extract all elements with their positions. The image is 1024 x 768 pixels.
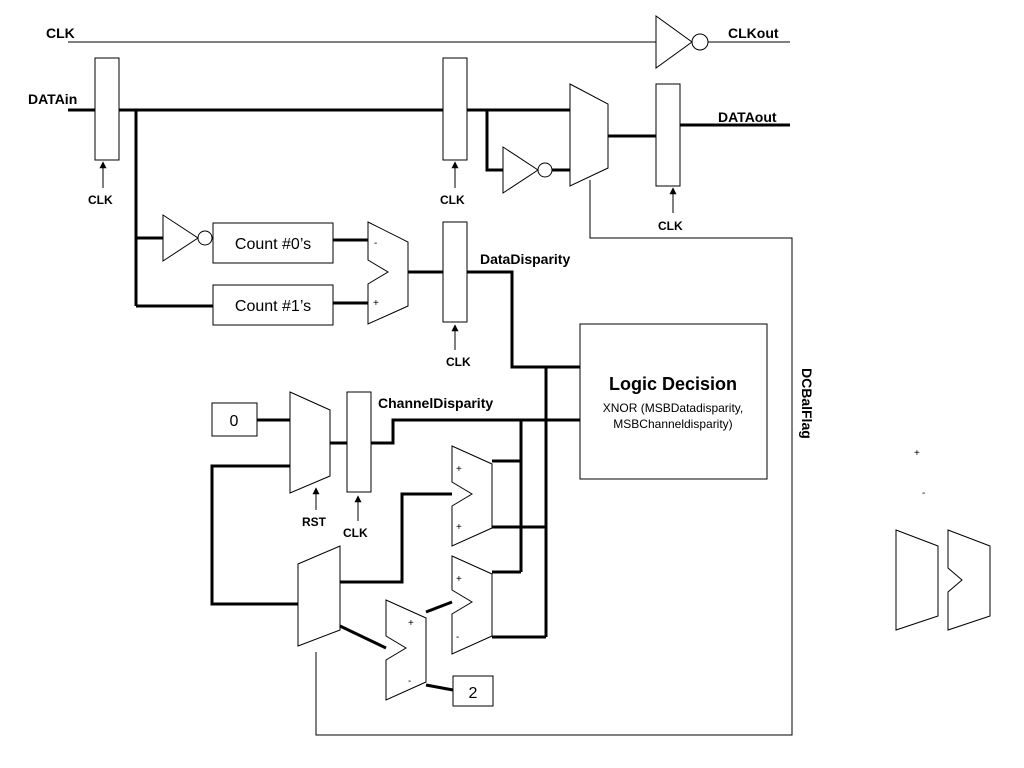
upper-adder-out [340,492,452,584]
bottom-adder-plus: + [408,618,414,629]
bottom-adder [385,599,427,701]
channel-disparity-wire [371,418,580,445]
stray-minus-sign: - [922,488,925,499]
logic-decision-title: Logic Decision [609,374,737,394]
feedback-mux-to-bottom-adder [339,624,387,650]
input-register [94,57,120,161]
count-zeros-label: Count #0’s [235,236,311,253]
output-register-clk-label: CLK [658,219,683,233]
output-inverter [502,146,539,194]
two-to-bottom-adder [425,683,454,692]
count-ones-box [212,284,334,326]
invert-path-wire [485,110,503,172]
data-disparity-label: DataDisparity [480,251,570,267]
two-constant-box [452,675,494,707]
output-inverter-bubble [537,162,553,178]
data-disparity-wire [467,270,580,369]
stray-adder-shape [947,529,991,631]
lower-adder-minus: - [456,632,459,643]
two-constant-label: 2 [469,685,478,702]
count-inverter [162,214,199,262]
rst-label: RST [302,515,327,529]
data-register-clk-label: CLK [440,193,465,207]
feedback-mux [297,545,341,647]
dc-bal-flag-wire [315,180,793,736]
logic-decision-line2: MSBChanneldisparity) [613,417,732,431]
logic-decision-line1: XNOR (MSBDatadisparity, [603,401,743,415]
feedback-loop-wire [210,464,298,606]
lower-adder [451,555,493,655]
channel-disparity-label: ChannelDisparity [378,395,493,411]
logic-decision-box [579,323,768,480]
output-register [655,83,681,187]
clk-inverter-bubble [691,33,709,51]
zero-constant-label: 0 [230,413,239,430]
dataout-label: DATAout [718,109,777,125]
bottom-adder-to-lower [425,600,453,614]
channel-disparity-register [346,391,372,493]
subtractor-plus-sign: + [373,298,379,309]
channel-register-clk-label: CLK [343,526,368,540]
clkout-label: CLKout [728,25,779,41]
input-register-clk-label: CLK [88,193,113,207]
zero-constant-box [211,402,258,437]
reset-mux [289,391,331,494]
stray-plus-sign: + [914,448,920,459]
count-ones-label: Count #1’s [235,298,311,315]
disparity-subtractor [367,221,409,325]
data-disparity-register-clk-label: CLK [446,355,471,369]
clk-label: CLK [46,25,75,41]
count-inverter-bubble [197,230,213,246]
lower-adder-plus: + [456,574,462,585]
clk-inverter [655,15,693,69]
datain-label: DATAin [28,91,77,107]
dc-bal-flag-label: DCBalFlag [799,368,815,439]
upper-adder-plus-top: + [456,464,462,475]
stray-mux-shape [895,529,939,631]
output-mux [569,83,609,187]
upper-adder [451,445,493,547]
upper-adder-plus-bottom: + [456,522,462,533]
data-register [442,57,468,161]
count-zeros-box [212,222,334,264]
subtractor-minus-sign: - [374,238,377,249]
data-disparity-register [442,221,468,323]
bottom-adder-minus: - [408,676,411,687]
